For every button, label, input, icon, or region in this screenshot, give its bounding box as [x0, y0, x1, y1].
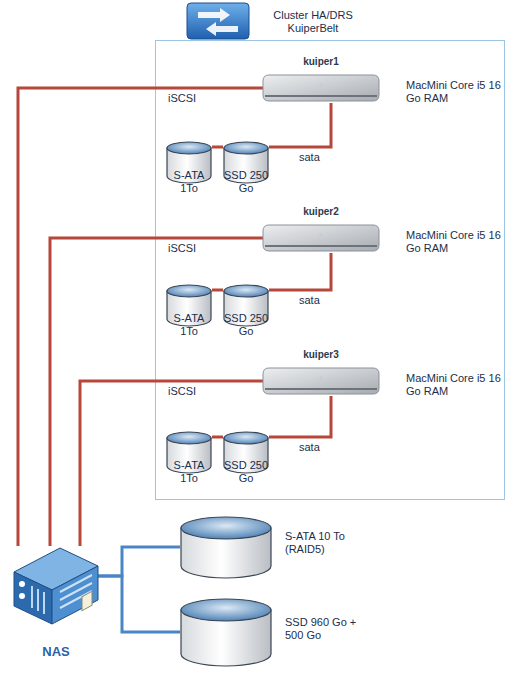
host-spec: MacMini Core i5 16 Go RAM	[406, 79, 502, 105]
sata-link	[212, 436, 223, 439]
edge-label: sata	[299, 151, 320, 164]
disk-label: SSD 250 Go	[223, 312, 269, 338]
disk-array: SSD 960 Go + 500 Go	[180, 598, 272, 666]
edge-label: iSCSI	[168, 385, 196, 398]
disk-label: SSD 250 Go	[223, 169, 269, 195]
cylinder-shape	[180, 516, 272, 578]
mac-mini-shape	[263, 73, 379, 103]
sata-link	[212, 146, 223, 149]
disk-cylinder: S-ATA 1To	[166, 416, 212, 488]
disk-cylinder: SSD 250 Go	[223, 269, 269, 341]
disk-label: S-ATA 1To	[166, 312, 212, 338]
sata-link	[269, 103, 331, 147]
host-name: kuiper3	[291, 348, 351, 361]
disk-label: S-ATA 1To	[166, 459, 212, 485]
disk-label: SSD 960 Go + 500 Go	[285, 616, 375, 642]
host-name: kuiper1	[291, 55, 351, 68]
sata-link	[269, 253, 331, 290]
disk-cylinder: S-ATA 1To	[166, 269, 212, 341]
edge-label: iSCSI	[168, 92, 196, 105]
disk-label: S-ATA 10 To (RAID5)	[285, 530, 375, 556]
disk-label: SSD 250 Go	[223, 459, 269, 485]
disk-label: S-ATA 1To	[166, 169, 212, 195]
disk-cylinder: SSD 250 Go	[223, 126, 269, 198]
switch-icon	[187, 3, 249, 39]
mac-mini-shape	[263, 223, 379, 253]
disk-cylinder: S-ATA 1To	[166, 126, 212, 198]
host-name: kuiper2	[291, 205, 351, 218]
cylinder-shape	[180, 598, 272, 666]
edge-label: iSCSI	[168, 242, 196, 255]
mac-mini-host: kuiper3MacMini Core i5 16 Go RAM	[263, 366, 379, 396]
cluster-title: Cluster HA/DRS KuiperBelt	[264, 9, 362, 35]
edge-label: sata	[299, 294, 320, 307]
storage-link	[97, 547, 180, 576]
mac-mini-host: kuiper2MacMini Core i5 16 Go RAM	[263, 223, 379, 253]
disk-array: S-ATA 10 To (RAID5)	[180, 516, 272, 578]
nas-server: NAS	[8, 532, 103, 627]
mac-mini-host: kuiper1MacMini Core i5 16 Go RAM	[263, 73, 379, 103]
nas-label: NAS	[26, 645, 86, 658]
disk-cylinder: SSD 250 Go	[223, 416, 269, 488]
storage-link	[97, 576, 180, 632]
sata-link	[212, 289, 223, 292]
edge-label: sata	[299, 441, 320, 454]
host-spec: MacMini Core i5 16 Go RAM	[406, 372, 502, 398]
mac-mini-shape	[263, 366, 379, 396]
nas-shape	[8, 532, 103, 627]
host-spec: MacMini Core i5 16 Go RAM	[406, 229, 502, 255]
sata-link	[269, 396, 331, 437]
